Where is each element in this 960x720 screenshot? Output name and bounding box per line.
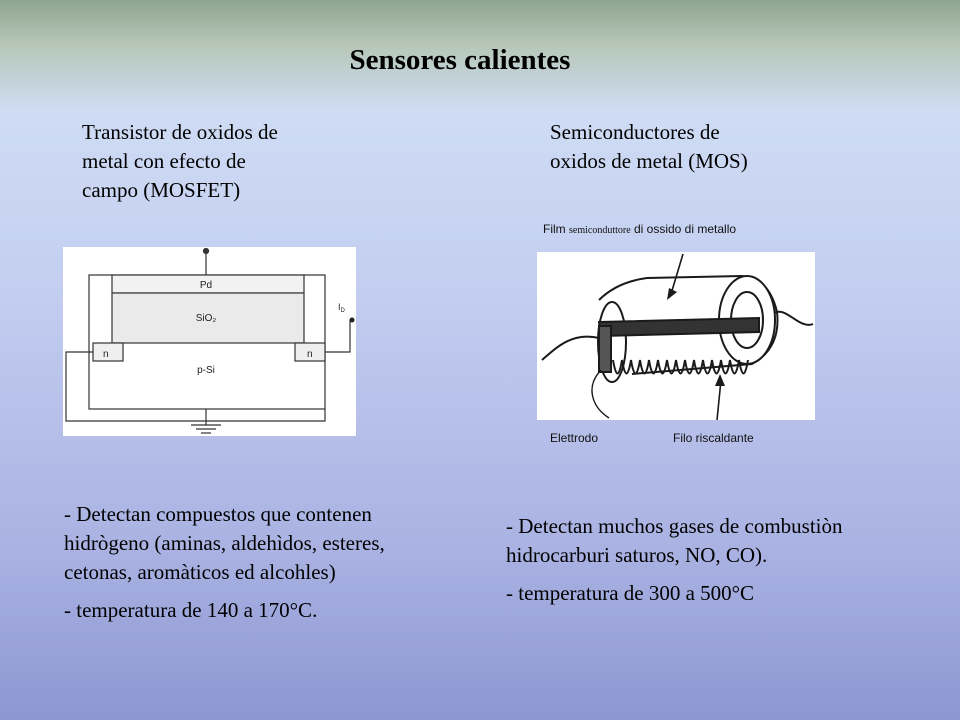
pd-label: Pd (200, 280, 212, 291)
heater-label: Filo riscaldante (673, 431, 754, 445)
mos-bullet-temperature: - temperatura de 300 a 500°C (506, 581, 755, 605)
n-right-label: n (307, 349, 313, 360)
mos-heading: Semiconductores de oxidos de metal (MOS) (550, 120, 748, 173)
mosfet-diagram: Pd SiO₂ p-Si n n ID (63, 247, 356, 436)
slide-title: Sensores calientes (349, 44, 571, 76)
mos-bullet-gases: - Detectan muchos gases de combustiòn hi… (506, 514, 843, 567)
electrode-label: Elettrodo (550, 431, 599, 445)
film-caption: Film semiconduttore di ossido di metallo (543, 222, 737, 236)
mosfet-heading: Transistor de oxidos de metal con efecto… (82, 120, 278, 202)
current-label: ID (338, 302, 346, 314)
mosfet-bullet-compounds: - Detectan compuestos que contenen hidrò… (64, 502, 385, 584)
n-left-label: n (103, 349, 109, 360)
sio2-label: SiO₂ (196, 313, 217, 324)
mosfet-bullets: - Detectan compuestos que contenen hidrò… (64, 500, 424, 634)
psi-label: p-Si (197, 365, 215, 376)
mos-sensor-diagram (537, 252, 815, 420)
mos-bullets: - Detectan muchos gases de combustiòn hi… (506, 512, 946, 617)
mos-sensor-drawing (541, 253, 814, 420)
mosfet-schematic: Pd SiO₂ p-Si n n ID (65, 247, 355, 434)
mosfet-bullet-temperature: - temperatura de 140 a 170°C. (64, 598, 318, 622)
